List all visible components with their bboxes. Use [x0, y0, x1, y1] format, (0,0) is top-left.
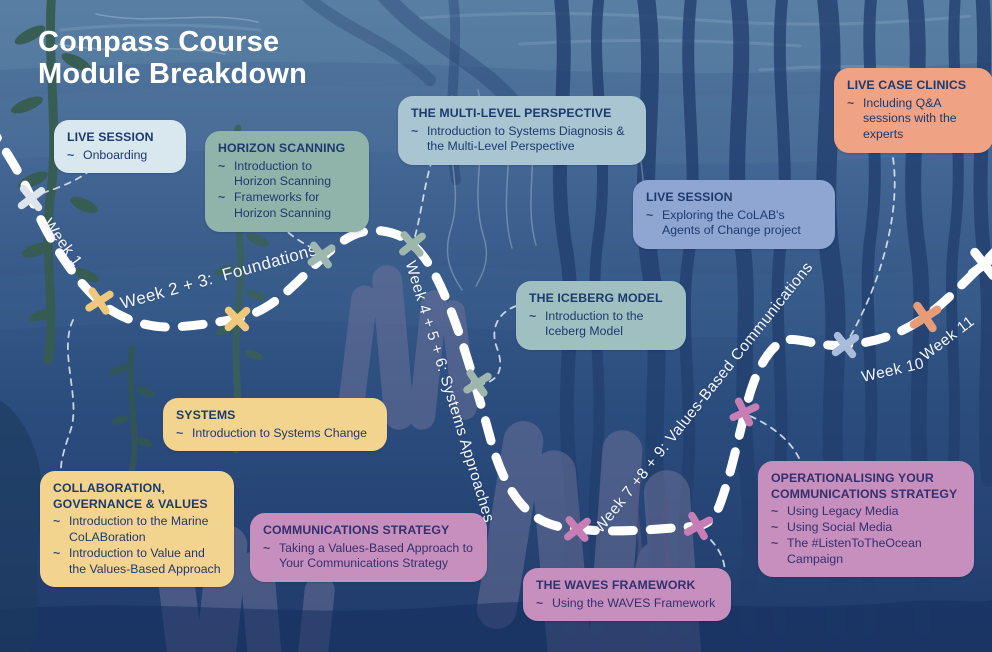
wave-bullet: ~ [53, 514, 61, 529]
card-waves-framework: THE WAVES FRAMEWORK ~Using the WAVES Fra… [523, 568, 731, 622]
wave-bullet: ~ [536, 595, 544, 610]
card-item: ~Introduction to the Marine CoLABoration [53, 514, 209, 545]
card-title: COMMUNICATIONS STRATEGY [263, 523, 450, 537]
x-marker [557, 509, 598, 550]
card-item: ~Frameworks for Horizon Scanning [218, 190, 332, 220]
card-item: ~Including Q&A sessions with the experts [847, 95, 957, 142]
card-multi-level-perspective: THE MULTI-LEVEL PERSPECTIVE ~Introductio… [398, 96, 646, 166]
card-item: ~Introduction to Systems Change [176, 425, 367, 440]
card-item: ~Introduction to Value and the Values-Ba… [53, 545, 221, 576]
card-connector-line [60, 319, 75, 470]
x-marker [721, 389, 768, 436]
x-marker [901, 293, 949, 341]
x-marker [300, 234, 343, 277]
wave-bullet: ~ [218, 158, 226, 173]
card-item: ~Introduction to the Iceberg Model [529, 308, 644, 339]
card-horizon-scanning: HORIZON SCANNING ~Introduction to Horizo… [205, 131, 369, 232]
wave-bullet: ~ [53, 545, 61, 560]
card-communications-strategy: COMMUNICATIONS STRATEGY ~Taking a Values… [250, 513, 487, 583]
x-marker [959, 239, 992, 290]
page-title: Compass Course Module Breakdown [38, 26, 307, 91]
wave-bullet: ~ [646, 207, 654, 222]
card-title: LIVE SESSION [67, 130, 154, 144]
x-marker [218, 300, 256, 338]
card-title: THE WAVES FRAMEWORK [536, 578, 696, 592]
x-marker [455, 361, 499, 405]
seabed-shadow [0, 400, 43, 652]
card-item: ~Using the WAVES Framework [536, 595, 716, 610]
seabed-band [0, 600, 992, 652]
wave-bullet: ~ [771, 520, 779, 535]
page-title-line2: Module Breakdown [38, 58, 308, 91]
wave-bullet: ~ [771, 535, 779, 550]
card-collaboration-governance-values: COLLABORATION, GOVERNANCE & VALUES ~Intr… [40, 471, 234, 588]
page-title-line1: Compass Course [38, 26, 280, 58]
card-item: ~Introduction to Horizon Scanning [218, 158, 332, 189]
card-connector-line [35, 161, 101, 196]
wave-bullet: ~ [176, 425, 184, 440]
card-item: ~Using Social Media [771, 520, 893, 535]
x-marker [824, 324, 866, 366]
wave-bullet: ~ [263, 540, 271, 555]
card-title: THE ICEBERG MODEL [529, 291, 663, 305]
course-route-dashed-path [0, 133, 992, 536]
card-item: ~Introduction to Systems Diagnosis & the… [411, 123, 625, 154]
card-item: ~The #ListenToTheOcean Campaign [771, 535, 922, 566]
wave-bullet: ~ [411, 123, 419, 138]
card-systems: SYSTEMS ~Introduction to Systems Change [163, 398, 387, 452]
card-title: OPERATIONALISING YOUR COMMUNICATIONS STR… [771, 471, 958, 501]
card-title: LIVE SESSION [646, 190, 733, 204]
card-title: SYSTEMS [176, 408, 236, 422]
card-item: ~Onboarding [67, 147, 148, 162]
card-live-session-colab: LIVE SESSION ~Exploring the CoLAB's Agen… [633, 180, 835, 250]
card-live-case-clinics: LIVE CASE CLINICS ~Including Q&A session… [834, 68, 992, 153]
wave-bullet: ~ [847, 95, 855, 110]
x-marker [77, 279, 121, 323]
wave-bullet: ~ [771, 504, 779, 519]
card-item: ~Using Legacy Media [771, 504, 899, 519]
card-title: THE MULTI-LEVEL PERSPECTIVE [411, 106, 612, 120]
wave-bullet: ~ [67, 147, 75, 162]
card-item: ~Exploring the CoLAB's Agents of Change … [646, 207, 801, 238]
card-title: COLLABORATION, GOVERNANCE & VALUES [53, 481, 208, 511]
card-connector-line [482, 305, 517, 385]
wave-bullet: ~ [218, 190, 226, 205]
card-item: ~Taking a Values-Based Approach to Your … [263, 540, 473, 571]
card-title: HORIZON SCANNING [218, 141, 346, 155]
card-title: LIVE CASE CLINICS [847, 78, 967, 92]
x-marker [10, 177, 52, 219]
wave-bullet: ~ [529, 308, 537, 323]
card-operationalising-strategy: OPERATIONALISING YOUR COMMUNICATIONS STR… [758, 461, 974, 578]
x-marker [675, 503, 720, 548]
x-marker [392, 224, 433, 265]
card-iceberg-model: THE ICEBERG MODEL ~Introduction to the I… [516, 281, 686, 351]
card-live-session-onboarding: LIVE SESSION ~Onboarding [54, 120, 186, 174]
